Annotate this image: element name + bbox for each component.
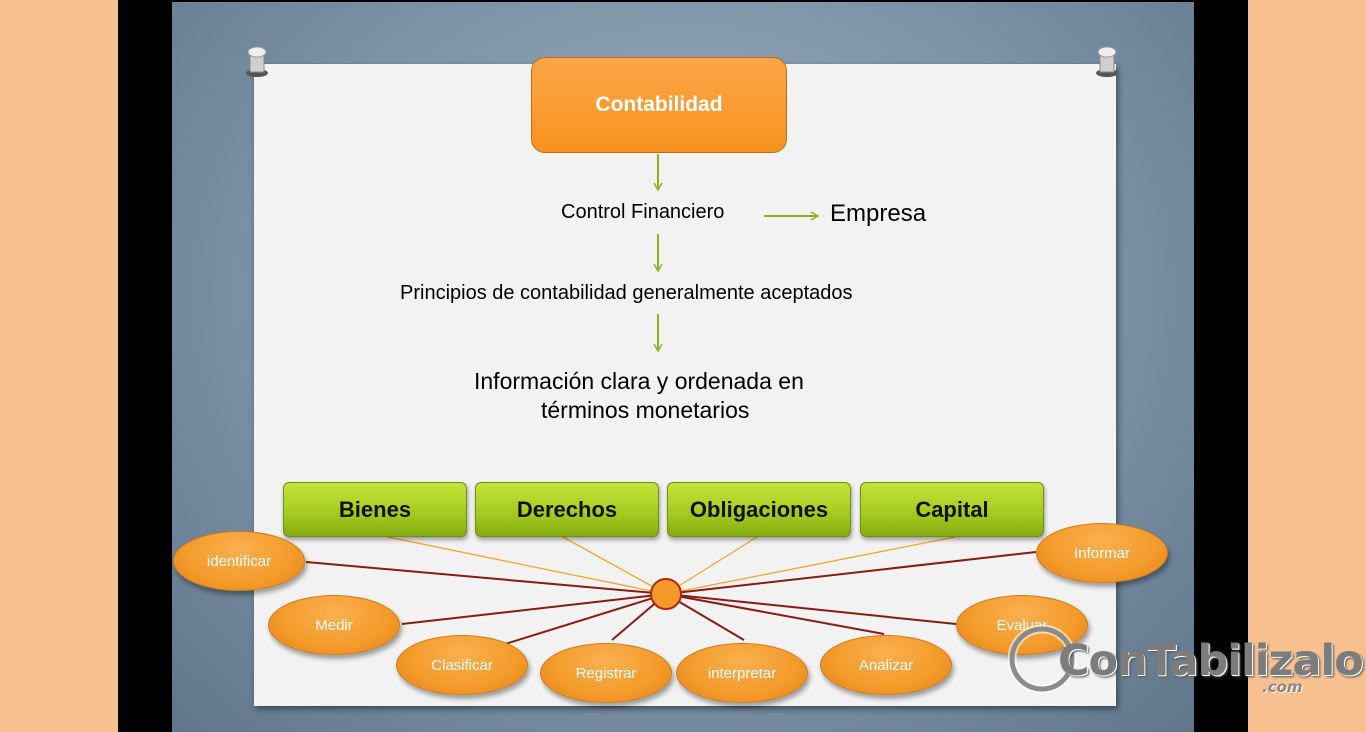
pushpin-icon bbox=[246, 46, 268, 77]
info-line-1: Información clara y ordenada en bbox=[474, 368, 804, 394]
spoke-derechos bbox=[562, 536, 667, 595]
title-box: Contabilidad bbox=[531, 57, 787, 153]
info-line-2: términos monetarios bbox=[541, 397, 750, 423]
oval-medir: Medir bbox=[268, 595, 400, 655]
spoke-medir bbox=[401, 593, 667, 625]
spoke-analizar bbox=[665, 593, 885, 635]
box-bienes: Bienes bbox=[283, 482, 467, 537]
spoke-identificar bbox=[305, 561, 667, 595]
watermark-logo: ConTabilizalo bbox=[1058, 636, 1364, 686]
oval-registrar: Registrar bbox=[540, 643, 672, 703]
spoke-capital bbox=[665, 536, 956, 595]
spoke-bienes bbox=[387, 536, 667, 595]
hub-circle bbox=[650, 578, 682, 610]
oval-informar: Informar bbox=[1036, 523, 1168, 583]
oval-analizar: Analizar bbox=[820, 635, 952, 695]
box-obligaciones: Obligaciones bbox=[667, 482, 851, 537]
oval-interpretar: interpretar bbox=[676, 643, 808, 703]
oval-clasificar: Clasificar bbox=[396, 635, 528, 695]
spoke-evaluar bbox=[665, 593, 957, 625]
oval-identificar: identificar bbox=[173, 531, 305, 591]
paper-sheet bbox=[254, 64, 1116, 706]
spoke-informar bbox=[665, 551, 1037, 595]
box-derechos: Derechos bbox=[475, 482, 659, 537]
principios-label: Principios de contabilidad generalmente … bbox=[400, 282, 853, 304]
box-capital: Capital bbox=[860, 482, 1044, 537]
spoke-clasificar bbox=[501, 593, 667, 646]
pushpin-icon bbox=[1096, 46, 1118, 77]
empresa-label: Empresa bbox=[830, 200, 927, 227]
spoke-obligaciones bbox=[665, 536, 758, 595]
watermark-logo-suffix: .com bbox=[1262, 678, 1303, 696]
control-label: Control Financiero bbox=[561, 201, 725, 223]
logo-ring-icon bbox=[1008, 624, 1077, 694]
